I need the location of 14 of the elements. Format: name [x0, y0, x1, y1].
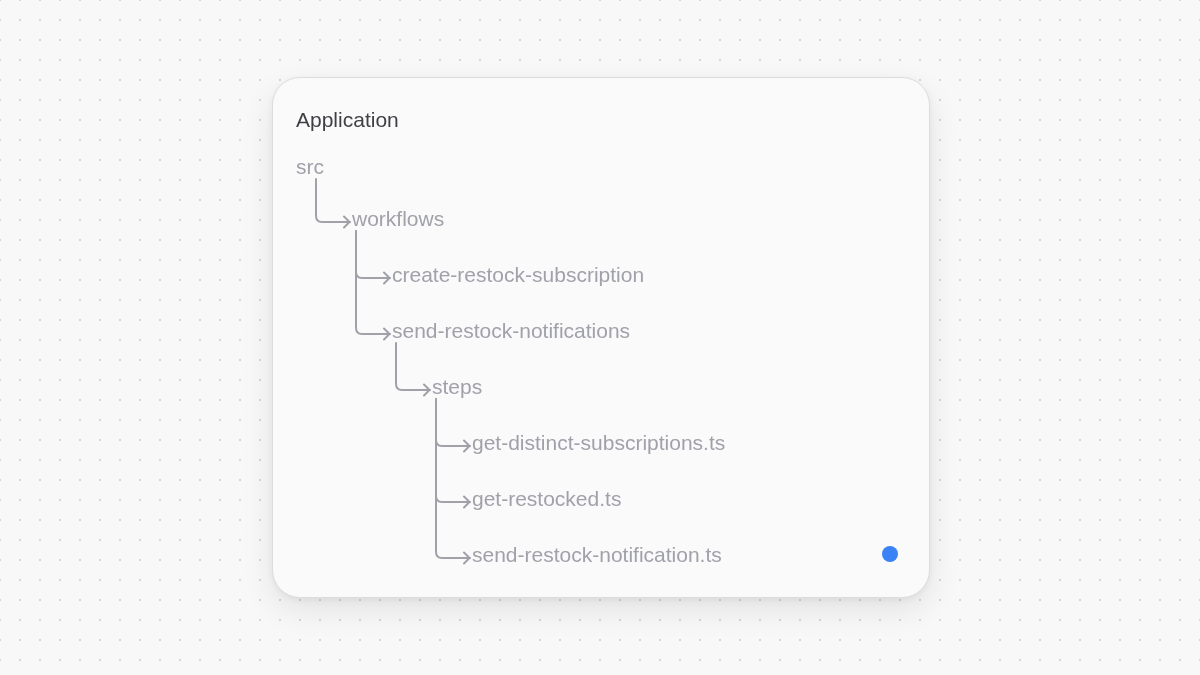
- folder-name: create-restock-subscription: [392, 263, 645, 287]
- arrow: [435, 398, 471, 565]
- folder-name: src: [296, 155, 324, 179]
- folder-name: send-restock-notifications: [392, 319, 631, 343]
- arrow: [395, 342, 431, 397]
- card: [272, 77, 930, 598]
- file-name: get-restocked.ts: [472, 487, 622, 511]
- file-name: get-distinct-subscriptions.ts: [472, 431, 726, 455]
- arrow: [355, 230, 391, 341]
- card-heading: Application: [296, 108, 399, 132]
- folder-name: workflows: [352, 207, 445, 231]
- folder-name: steps: [432, 375, 483, 399]
- arrow: [315, 178, 351, 229]
- file-name: send-restock-notification.ts: [472, 543, 722, 567]
